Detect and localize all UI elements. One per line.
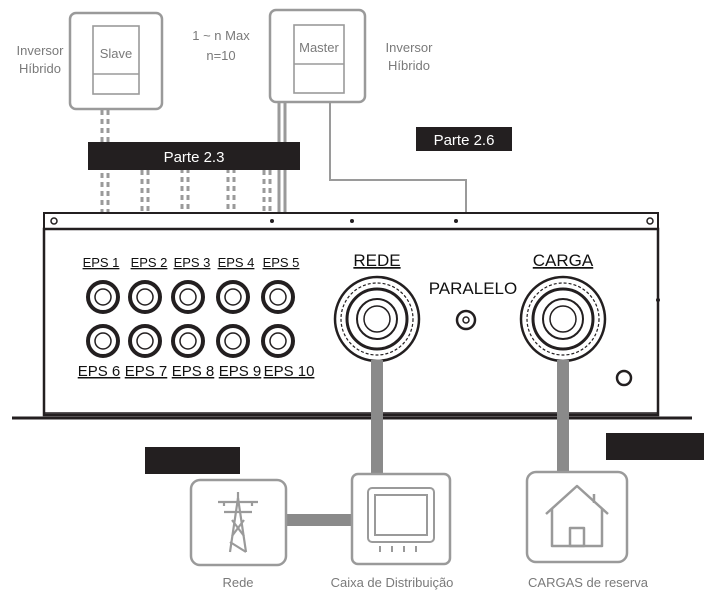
eps-label-3: EPS 3 [174, 255, 211, 270]
parallel-port-label: PARALELO [429, 279, 518, 298]
eps-port-9[interactable] [216, 324, 250, 358]
distribution-device-label: Caixa de Distribuição [331, 575, 454, 590]
tag-part-23: Parte 2.3 [88, 142, 300, 170]
eps-label-1: EPS 1 [83, 255, 120, 270]
inverter-count-line2: n=10 [206, 48, 235, 63]
distribution-box-icon [367, 487, 435, 552]
eps-label-10: EPS 10 [264, 363, 315, 380]
eps-port-7[interactable] [128, 324, 162, 358]
tower-to-box-cable [286, 514, 354, 526]
house-icon [545, 484, 609, 548]
inverter-count-line1: 1 ~ n Max [192, 28, 250, 43]
load-to-house-cable [557, 360, 569, 472]
eps-label-6: EPS 6 [78, 363, 121, 380]
eps-port-5[interactable] [261, 280, 295, 314]
eps-label-8: EPS 8 [172, 363, 215, 380]
power-tower-icon [218, 492, 258, 553]
dark-bar-right [606, 433, 704, 460]
master-side-label-1: Inversor [386, 40, 434, 55]
loads-device [525, 470, 629, 564]
eps-label-4: EPS 4 [218, 255, 255, 270]
loads-device-label: CARGAS de reserva [528, 575, 649, 590]
load-port[interactable] [519, 275, 607, 363]
eps-bottom-row [86, 324, 295, 358]
grid-device [189, 478, 288, 567]
grid-to-box-cable [371, 360, 383, 475]
eps-label-2: EPS 2 [131, 255, 168, 270]
eps-label-7: EPS 7 [125, 363, 168, 380]
slave-inverter: Slave [68, 11, 164, 111]
load-port-label: CARGA [533, 251, 594, 270]
dark-bar-left [145, 447, 240, 474]
tag-part-26: Parte 2.6 [416, 127, 512, 151]
distribution-device [350, 472, 452, 566]
eps-port-2[interactable] [128, 280, 162, 314]
master-side-label-2: Híbrido [388, 58, 430, 73]
eps-label-5: EPS 5 [263, 255, 300, 270]
eps-port-4[interactable] [216, 280, 250, 314]
eps-port-3[interactable] [171, 280, 205, 314]
master-label: Master [299, 40, 339, 55]
tag-part-23-text: Parte 2.3 [164, 149, 225, 166]
eps-label-9: EPS 9 [219, 363, 262, 380]
slave-side-label-1: Inversor [17, 43, 65, 58]
grid-device-label: Rede [222, 575, 253, 590]
eps-top-row [86, 280, 295, 314]
parallel-port[interactable] [455, 309, 477, 331]
eps-port-6[interactable] [86, 324, 120, 358]
eps-port-1[interactable] [86, 280, 120, 314]
slave-cables [100, 110, 110, 300]
grid-port[interactable] [333, 275, 421, 363]
slave-side-label-2: Híbrido [19, 61, 61, 76]
slave-label: Slave [100, 46, 133, 61]
grid-port-label: REDE [353, 251, 400, 270]
eps-port-8[interactable] [171, 324, 205, 358]
tag-part-26-text: Parte 2.6 [434, 132, 495, 149]
master-inverter: Master [268, 8, 367, 104]
eps-port-10[interactable] [261, 324, 295, 358]
